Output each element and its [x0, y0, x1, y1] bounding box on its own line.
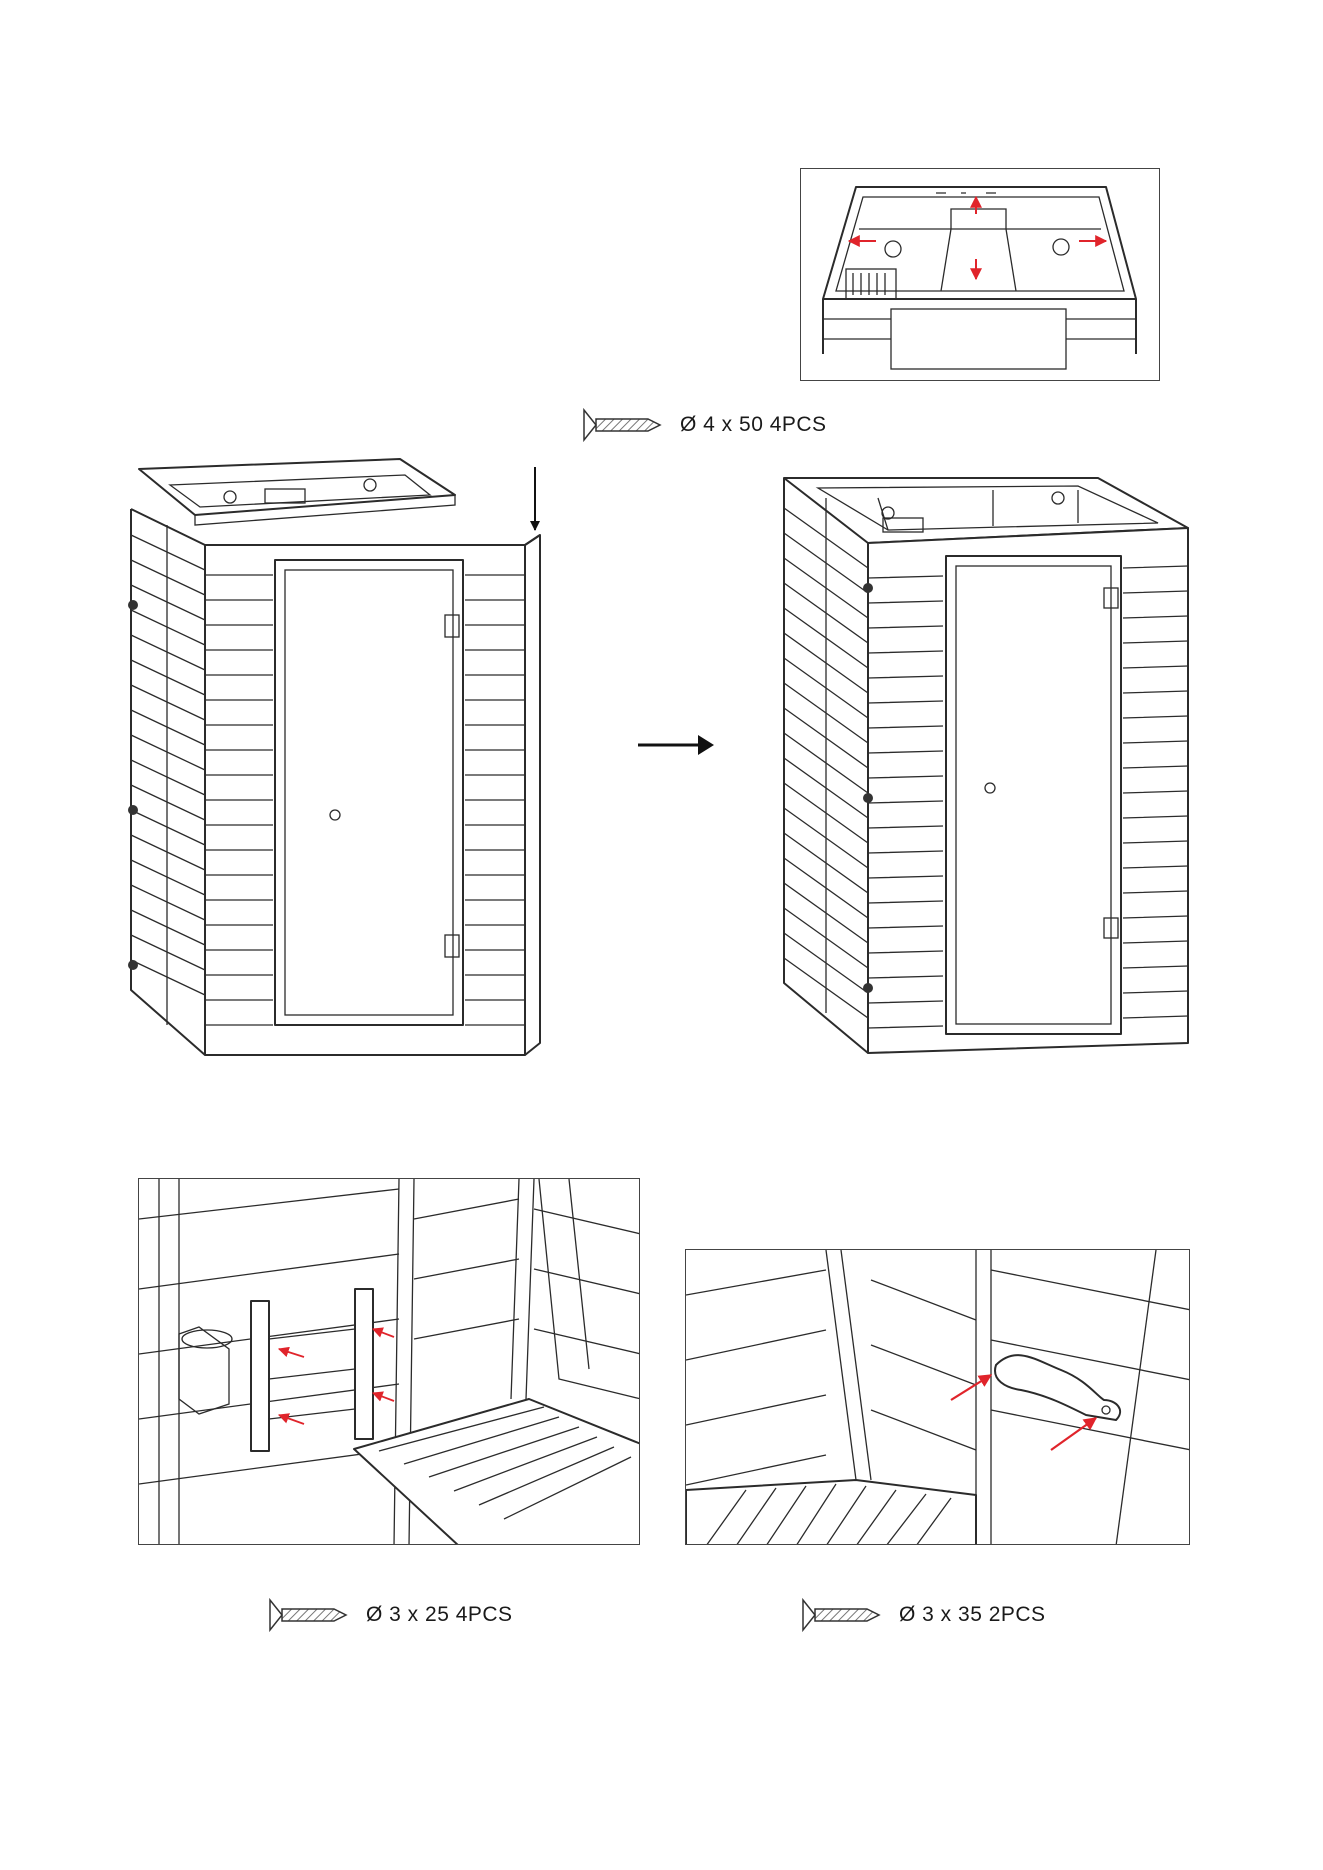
towel-rack-screw-label: Ø 3 x 25 4PCS	[366, 1603, 513, 1627]
towel-rack-screw-spec: Ø 3 x 25 4PCS	[268, 1598, 513, 1632]
handle-detail-panel	[685, 1249, 1190, 1545]
roof-screw-label: Ø 4 x 50 4PCS	[680, 413, 827, 437]
screw-icon	[268, 1598, 348, 1632]
roof-detail-panel	[800, 168, 1160, 381]
roof-detail-illustration	[801, 169, 1160, 381]
red-arrow-icon	[279, 1349, 304, 1357]
red-arrow-icon	[373, 1329, 394, 1337]
roof-screw-spec: Ø 4 x 50 4PCS	[582, 408, 827, 442]
screw-icon	[801, 1598, 881, 1632]
red-arrow-icon	[373, 1393, 394, 1401]
towel-rack-detail-panel	[138, 1178, 640, 1545]
red-arrow-icon	[951, 1375, 991, 1400]
step-arrow-icon	[636, 730, 716, 760]
handle-screw-label: Ø 3 x 35 2PCS	[899, 1603, 1046, 1627]
screw-icon	[582, 408, 662, 442]
handle-screw-spec: Ø 3 x 35 2PCS	[801, 1598, 1046, 1632]
sauna-before-illustration	[125, 455, 555, 1070]
towel-rack-illustration	[139, 1179, 640, 1545]
handle-illustration	[686, 1250, 1190, 1545]
sauna-after-illustration	[778, 468, 1208, 1068]
step-arrow	[636, 730, 716, 760]
